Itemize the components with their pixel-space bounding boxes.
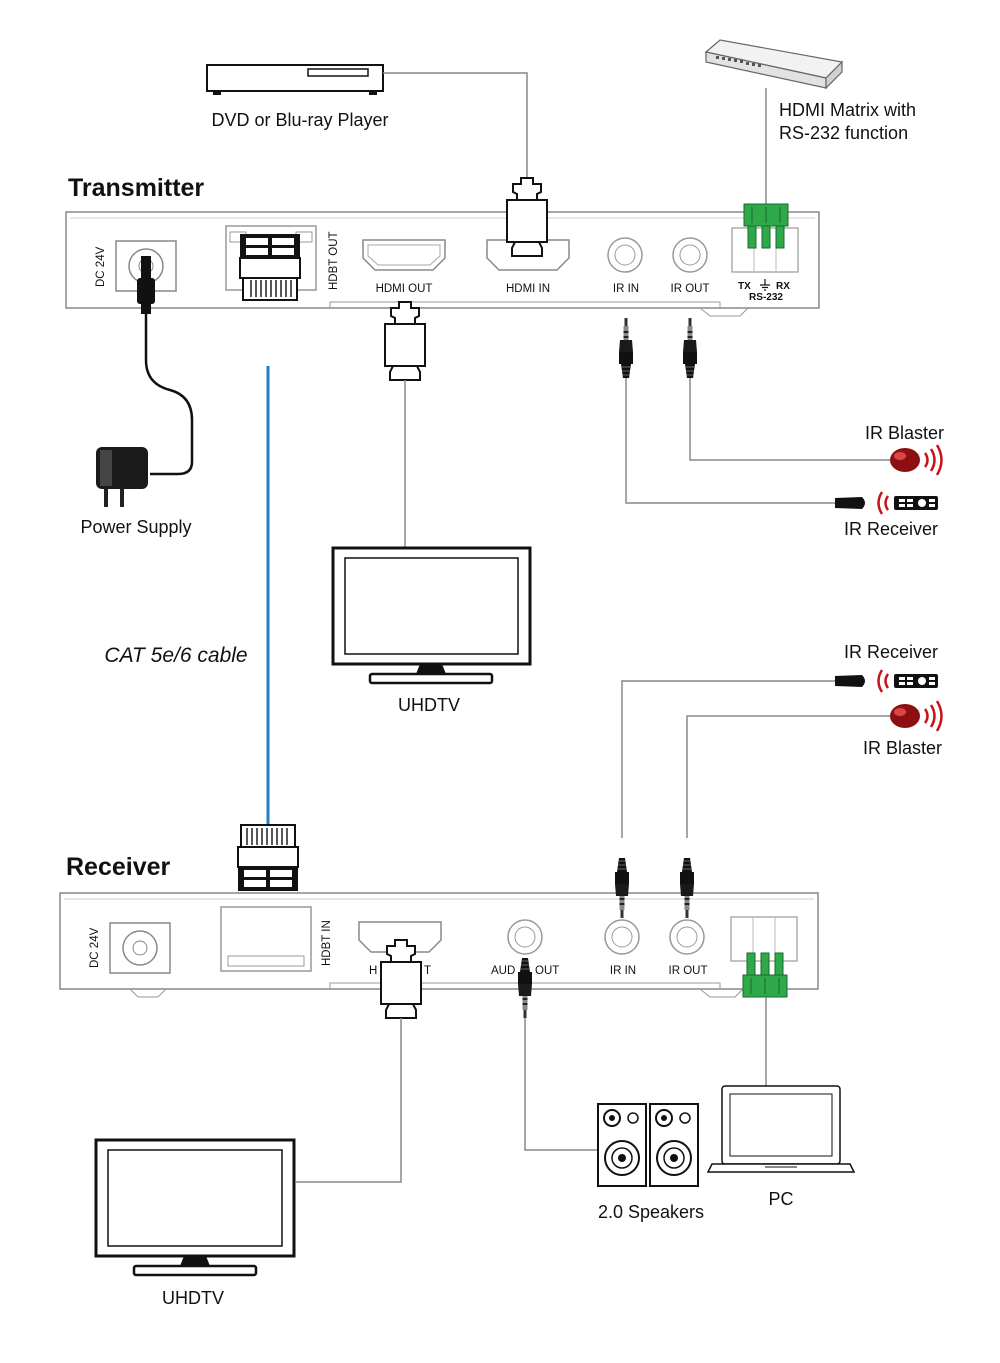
rx-audio-cable: [524, 1018, 598, 1151]
rx-dc-port: [109, 922, 171, 974]
ir-receiver-bottom-label: IR Receiver: [844, 642, 938, 662]
tx-tx-label: TX: [738, 281, 751, 292]
rx-audio-port: [507, 919, 543, 955]
tx-hdbt-label: HDBT OUT: [328, 231, 340, 290]
tx-rs232-terminal: [743, 203, 789, 249]
tx-ir-receiver-cable: [625, 378, 840, 504]
rx-ir-out-port: [669, 919, 705, 955]
rx-ir-blaster-cable: [686, 715, 890, 838]
tx-hdmi-out-label: HDMI OUT: [376, 283, 433, 295]
rx-ir-receiver-cable: [621, 680, 840, 838]
tx-ir-out-jack: [682, 317, 698, 379]
tx-hdmi-out-port: [362, 239, 446, 271]
tx-ir-out-label: IR OUT: [671, 283, 710, 295]
rx-ir-in-label: IR IN: [610, 965, 636, 977]
matrix-label-line2: RS-232 function: [779, 123, 908, 143]
receiver-title: Receiver: [66, 853, 171, 881]
tx-ir-out-port: [672, 237, 708, 273]
pc-laptop-icon: [706, 1085, 856, 1173]
ir-receiver-bottom-icon: [835, 668, 938, 694]
cat-cable-label: CAT 5e/6 cable: [104, 644, 247, 667]
rx-hdbt-port: [220, 906, 312, 972]
receiver-box: [59, 892, 819, 998]
transmitter-box: [65, 211, 820, 317]
dvd-player-icon: [206, 64, 384, 95]
tx-rj45-plug: [239, 233, 301, 301]
ir-blaster-top-icon: [890, 443, 943, 477]
ir-blaster-top-label: IR Blaster: [865, 423, 944, 443]
uhdtv-top-icon: [331, 546, 532, 685]
rx-ir-out-label: IR OUT: [669, 965, 708, 977]
ground-icon: [760, 279, 770, 291]
matrix-label-line1: HDMI Matrix with: [779, 100, 916, 120]
ir-blaster-bottom-label: IR Blaster: [863, 738, 942, 758]
tx-hdmi-in-plug: [506, 177, 548, 257]
tx-dc-plug: [137, 256, 155, 314]
tx-ir-in-port: [607, 237, 643, 273]
dvd-label: DVD or Blu-ray Player: [211, 110, 388, 130]
rx-hdmi-label-left: H: [369, 965, 377, 977]
transmitter-title: Transmitter: [68, 174, 204, 202]
tx-rx-label: RX: [776, 281, 790, 292]
uhdtv-bottom-label: UHDTV: [162, 1288, 224, 1308]
power-cord: [144, 314, 194, 476]
pc-label: PC: [768, 1189, 793, 1209]
tx-ir-in-jack: [618, 317, 634, 379]
ir-receiver-top-icon: [835, 490, 938, 516]
tx-dc-label: DC 24V: [95, 246, 107, 287]
power-supply-icon: [96, 447, 148, 507]
power-supply-label: Power Supply: [80, 517, 191, 537]
rx-rs232-terminal: [742, 952, 788, 998]
rx-hdmi-tv-cable: [296, 1018, 402, 1183]
rx-audio-label-left: AUD: [491, 965, 515, 977]
rx-rj45-plug: [237, 824, 299, 892]
tx-hdmi-in-label: HDMI IN: [506, 283, 550, 295]
uhdtv-bottom-icon: [94, 1138, 296, 1277]
uhdtv-top-label: UHDTV: [398, 695, 460, 715]
speakers-label: 2.0 Speakers: [598, 1202, 704, 1222]
rx-ir-in-port: [604, 919, 640, 955]
tx-rs232-label: RS-232: [749, 292, 783, 303]
dvd-hdmi-cable: [383, 72, 528, 178]
tx-hdmi-out-plug: [384, 301, 426, 381]
rx-hdmi-out-plug: [380, 939, 422, 1019]
rx-dc-label: DC 24V: [89, 927, 101, 968]
rx-hdbt-label: HDBT IN: [321, 920, 333, 966]
tx-ir-in-label: IR IN: [613, 283, 639, 295]
rx-audio-label-right: OUT: [535, 965, 559, 977]
rx-hdmi-label-right: T: [424, 965, 431, 977]
tx-ir-blaster-cable: [689, 378, 890, 461]
rx-hdmi-out-port: [358, 921, 442, 953]
ir-blaster-bottom-icon: [890, 699, 943, 733]
speakers-icon: [597, 1103, 699, 1187]
ir-receiver-top-label: IR Receiver: [844, 519, 938, 539]
